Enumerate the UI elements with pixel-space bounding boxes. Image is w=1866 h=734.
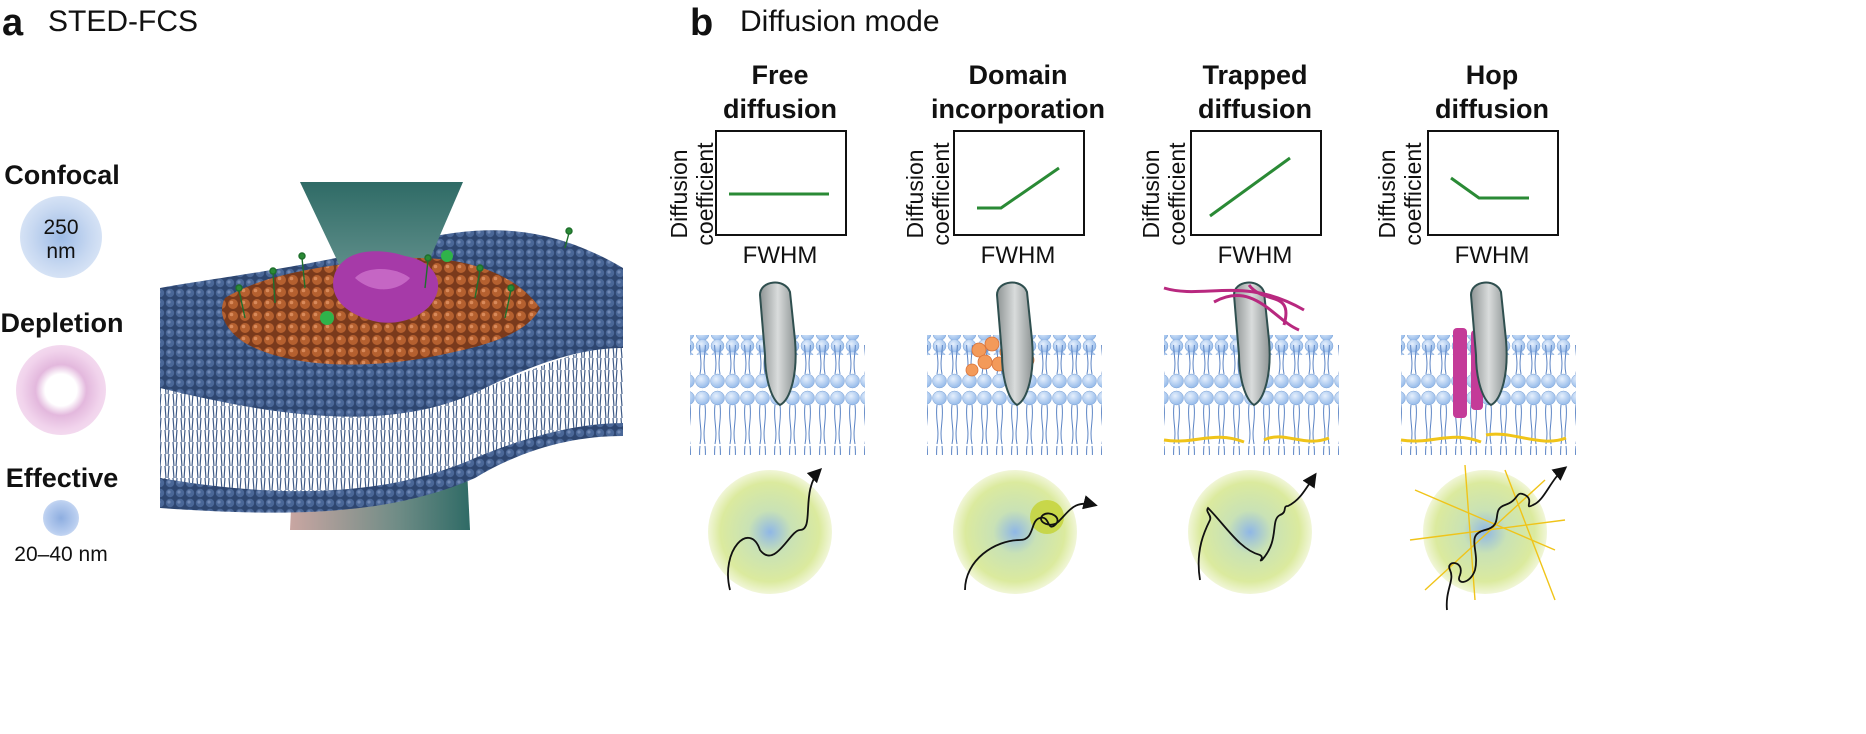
trajectory-path xyxy=(1197,472,1317,581)
panel-b-title: Diffusion mode xyxy=(740,5,940,38)
membrane-hop xyxy=(1400,281,1576,455)
plot-line xyxy=(1450,176,1529,200)
panel-a-letter: a xyxy=(2,2,24,44)
plot-free xyxy=(715,130,847,236)
plot-line xyxy=(1209,156,1291,218)
plot-line xyxy=(977,166,1060,210)
lipid-tails xyxy=(160,343,623,507)
effective-spot xyxy=(43,500,79,536)
trajectory-free xyxy=(708,467,832,594)
x-axis-label: FWHM xyxy=(980,242,1056,269)
y-axis-label: Diffusion coefficient xyxy=(902,142,954,246)
membrane-trapped xyxy=(1163,281,1339,455)
trajectory-diagrams xyxy=(708,464,1568,611)
x-axis-label: FWHM xyxy=(1217,242,1293,269)
panel-b-letter: b xyxy=(690,2,714,44)
trajectory-trapped xyxy=(1188,470,1317,594)
depletion-label: Depletion xyxy=(0,308,124,338)
confocal-label: Confocal xyxy=(4,160,120,190)
effective-label: Effective xyxy=(5,463,119,493)
cortex-filaments xyxy=(1400,432,1567,444)
y-axis-label: Diffusion coefficient xyxy=(1138,142,1190,246)
membrane-schematics xyxy=(690,281,1576,455)
trajectory-path xyxy=(1445,466,1568,611)
binding-partners xyxy=(1163,284,1305,332)
confocal-size-label: 250 nm xyxy=(43,216,79,263)
y-axis-label: Diffusion coefficient xyxy=(666,142,718,246)
y-axis-label: Diffusion coefficient xyxy=(1374,142,1426,246)
trajectory-domain xyxy=(953,470,1098,594)
detection-spot xyxy=(953,470,1077,594)
x-axis-label: FWHM xyxy=(742,242,818,269)
plot-domain xyxy=(953,130,1085,236)
trajectory-path xyxy=(727,467,823,591)
nanodomain xyxy=(1030,500,1064,534)
lower-leaflet xyxy=(160,423,623,513)
plot-hop xyxy=(1427,130,1559,236)
membrane-free xyxy=(690,281,865,455)
mode-title-hop: Hop diffusion xyxy=(1435,60,1549,124)
mode-title-domain: Domain incorporation xyxy=(931,60,1105,124)
panel-a-title: STED-FCS xyxy=(48,5,198,38)
depletion-donut xyxy=(16,345,106,435)
membrane-domain xyxy=(927,281,1102,455)
transmembrane-protein xyxy=(758,281,797,407)
x-axis-label: FWHM xyxy=(1454,242,1530,269)
effective-size-label: 20–40 nm xyxy=(14,543,108,566)
trajectory-hop xyxy=(1409,464,1568,611)
sted-membrane-illustration xyxy=(160,182,623,530)
cortex-filaments xyxy=(1163,435,1330,444)
mode-title-free: Free diffusion xyxy=(723,60,837,124)
fluorophore xyxy=(320,311,334,325)
detection-spot xyxy=(1188,470,1312,594)
plot-trapped xyxy=(1190,130,1322,236)
detection-spot xyxy=(708,470,832,594)
confocal-spot xyxy=(20,196,102,278)
trajectory-path xyxy=(964,495,1098,591)
mode-title-trapped: Trapped diffusion xyxy=(1198,60,1312,124)
